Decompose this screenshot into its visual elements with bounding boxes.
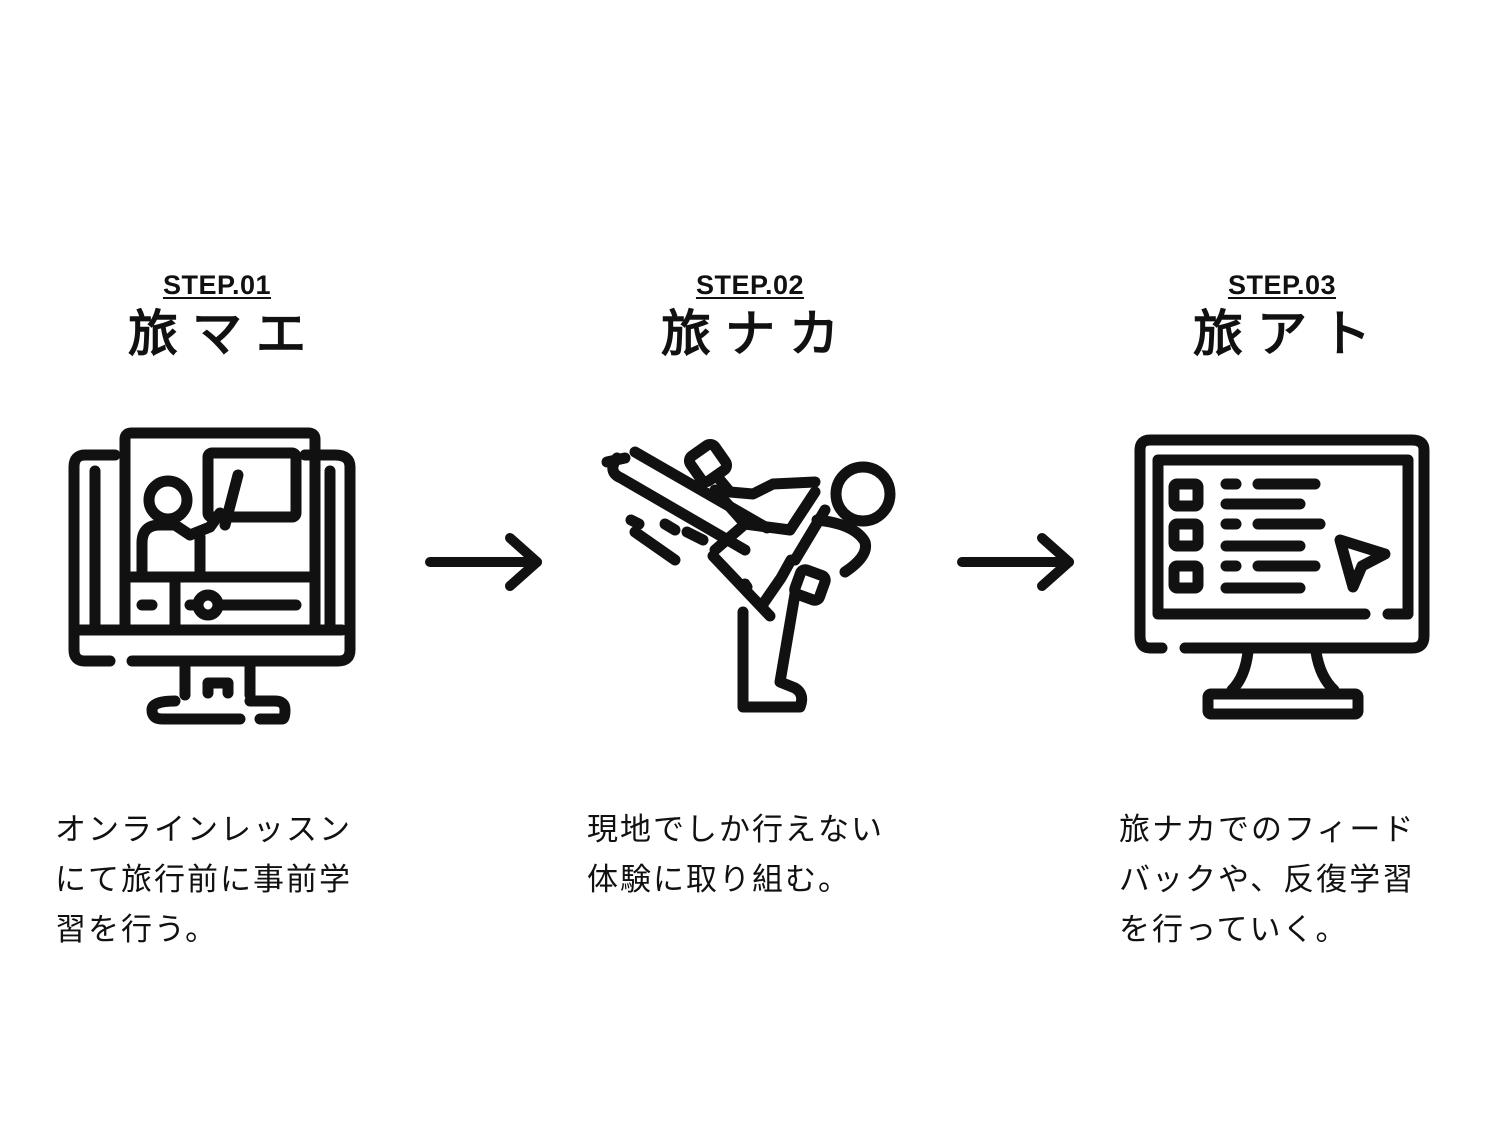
step-label: STEP.02 xyxy=(695,270,805,300)
online-lesson-monitor-icon xyxy=(60,425,380,739)
step-title: 旅マエ xyxy=(128,305,320,363)
step-description: 旅ナカでのフィード バックや、反復学習 を行っていく。 xyxy=(1119,812,1416,948)
martial-arts-kick-icon xyxy=(595,432,905,726)
monitor-checklist-icon xyxy=(1130,432,1440,731)
step-description: 現地でしか行えない 体験に取り組む。 xyxy=(587,812,884,898)
right-arrow-icon xyxy=(422,530,552,604)
step-label: STEP.03 xyxy=(1227,270,1337,300)
right-arrow-icon xyxy=(954,530,1084,604)
step-label: STEP.01 xyxy=(162,270,272,300)
step-description: オンラインレッスン にて旅行前に事前学 習を行う。 xyxy=(55,812,352,948)
step-title: 旅ナカ xyxy=(661,305,853,363)
step-title: 旅アト xyxy=(1193,305,1385,363)
